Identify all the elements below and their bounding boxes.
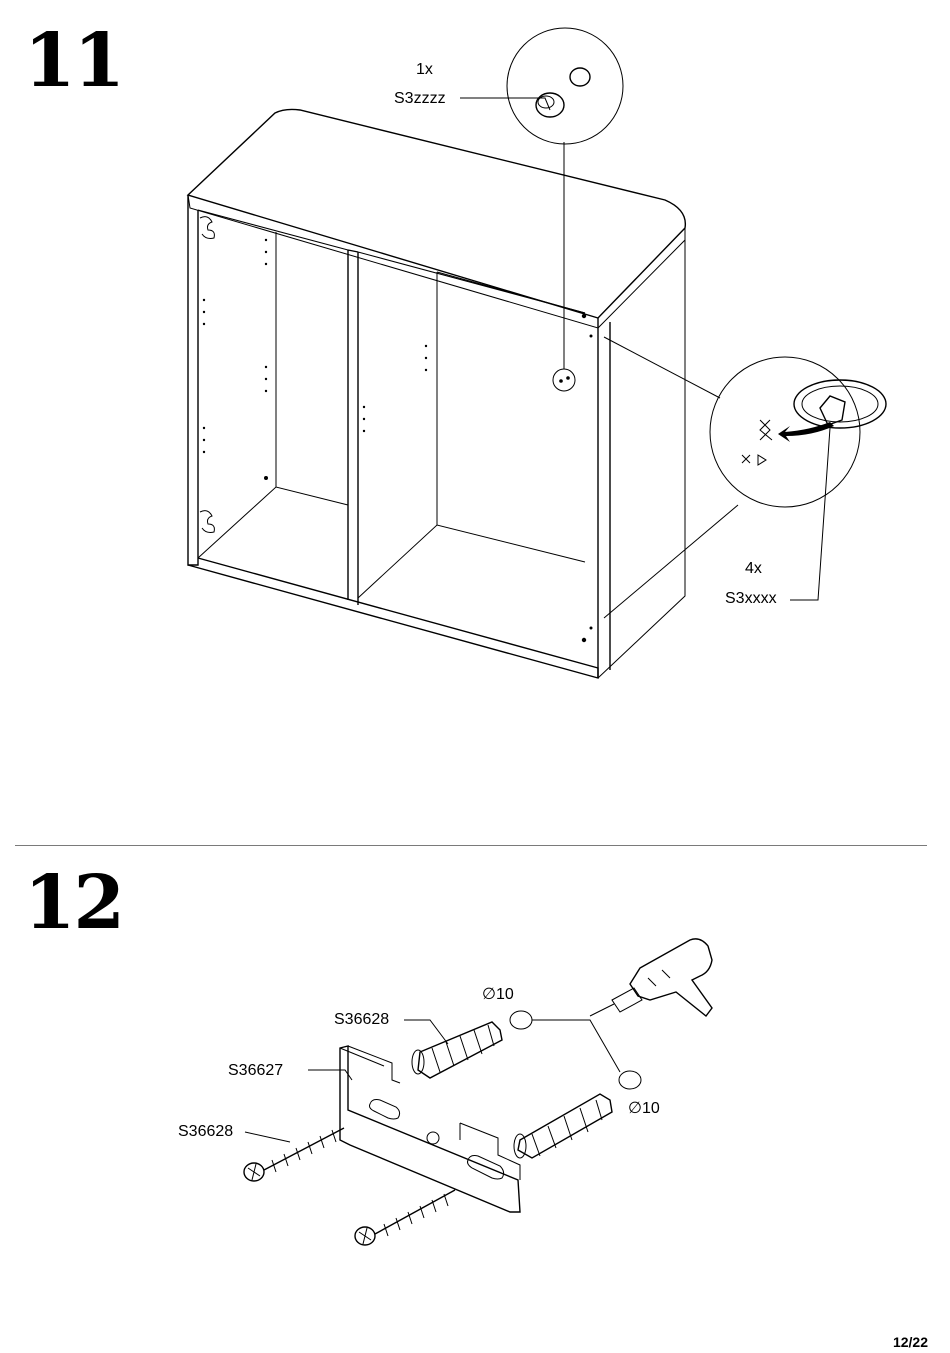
diameter-symbol: ∅: [628, 1100, 642, 1117]
wall-screw-bottom: [354, 1189, 456, 1246]
cabinet-left-panel: [187, 195, 199, 566]
cam-cap-detail: [460, 27, 624, 369]
wall-bracket: [339, 1045, 521, 1213]
drill-hole-bottom: [618, 1070, 642, 1090]
drill-diameter-label-top: ∅10: [482, 987, 514, 1003]
wall-plug-bottom: [513, 1093, 613, 1159]
cam-cap-hole: [552, 368, 576, 392]
diameter-value: 10: [641, 1100, 660, 1117]
cam-lock-quantity: 4x: [745, 560, 762, 577]
wall-screw-top: [243, 1127, 345, 1182]
cam-lock-part-code: S3xxxx: [725, 590, 777, 607]
diameter-symbol: ∅: [482, 986, 496, 1003]
cam-lock-body: [819, 395, 846, 426]
wall-bracket-part-code: S36627: [228, 1062, 284, 1079]
cabinet-right-panel: [597, 318, 611, 678]
cabinet-middle-divider: [347, 249, 359, 605]
cabinet-back-panel: [275, 232, 586, 525]
step-12-number: 12: [24, 860, 125, 946]
wall-plug-top: [404, 1019, 503, 1079]
cabinet-top-panel: [186, 108, 687, 319]
page-number: 12/22: [892, 1334, 928, 1350]
drill-hole-top: [509, 1010, 533, 1030]
section-divider: [15, 845, 927, 846]
cam-lock-ring: [793, 379, 887, 429]
cam-cap-part-code: S3zzzz: [394, 90, 446, 107]
wall-plug-part-code: S36628: [334, 1011, 390, 1028]
diameter-value: 10: [495, 986, 514, 1003]
hinge-top: [199, 216, 215, 239]
shelf-pin-holes: [202, 238, 593, 643]
cam-lock-detail: [603, 336, 887, 619]
wall-screw-part-code: S36628: [178, 1123, 234, 1140]
wall-bracket-drawing: [339, 1045, 521, 1213]
cam-cap-quantity: 1x: [416, 61, 433, 78]
cabinet-bottom-panel: [187, 557, 599, 679]
step-11-number: 11: [24, 18, 125, 104]
cabinet-drawing: [186, 108, 687, 679]
power-drill-icon: [308, 938, 713, 1081]
hinge-bottom: [199, 510, 215, 533]
cam-cap-small: [569, 67, 591, 87]
cam-cap-large: [535, 92, 565, 118]
drill-diameter-label-bottom: ∅10: [628, 1101, 660, 1117]
